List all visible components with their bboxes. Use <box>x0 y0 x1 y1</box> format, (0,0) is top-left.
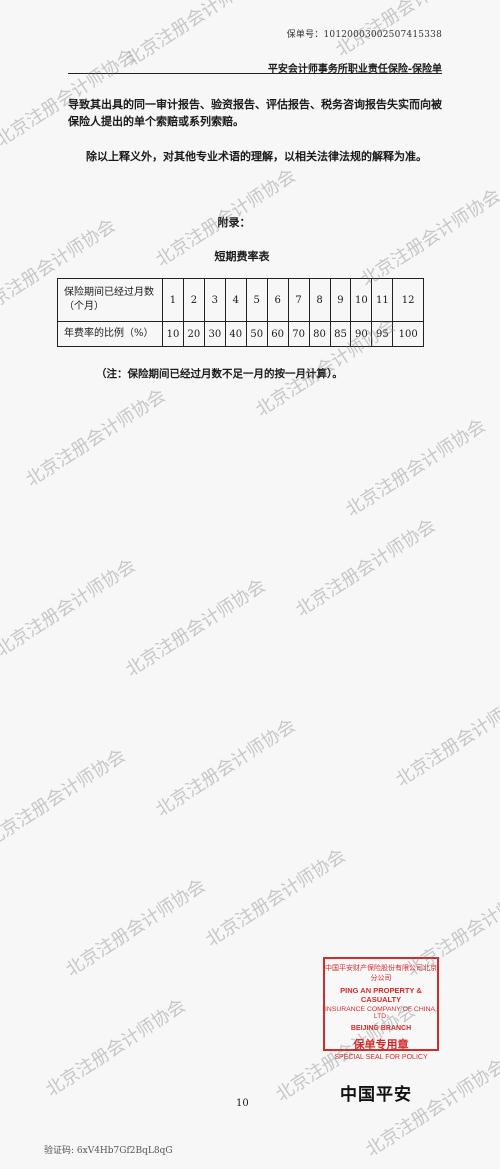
ratio-cell: 40 <box>224 321 247 347</box>
ratio-cell: 30 <box>203 321 226 347</box>
months-row: 保险期间已经过月数（个月） 1 2 3 4 5 6 7 8 9 10 11 12 <box>57 278 424 322</box>
watermark: 北京注册会计师协会 <box>0 555 140 661</box>
seal-company-name: 中国平安财产保险股份有限公司北京分公司 <box>325 965 437 982</box>
month-cell: 11 <box>371 278 394 322</box>
watermark: 北京注册会计师协会 <box>342 415 490 521</box>
watermark: 北京注册会计师协会 <box>0 745 130 851</box>
month-cell: 7 <box>287 278 310 322</box>
table-note: （注：保险期间已经过月数不足一月的按一月计算）。 <box>96 368 343 380</box>
ratio-cell: 85 <box>329 321 352 347</box>
ratio-cell: 95 <box>371 321 394 347</box>
watermark: 北京注册会计师协会 <box>357 185 500 291</box>
header-rule <box>68 73 442 74</box>
ratio-cell: 70 <box>287 321 310 347</box>
ratio-cell: 100 <box>392 321 424 347</box>
watermark: 北京注册会计师协会 <box>22 385 170 491</box>
paragraph-interpretation: 除以上释义外，对其他专业术语的理解，以相关法律法规的解释为准。 <box>86 150 427 163</box>
ratio-row-header: 年费率的比例（%） <box>57 321 163 347</box>
month-cell: 2 <box>182 278 205 322</box>
month-cell: 5 <box>245 278 268 322</box>
paragraph-claim: 导致其出具的同一审计报告、验资报告、评估报告、税务咨询报告失实而向被保险人提出的… <box>68 98 442 128</box>
ratio-cell: 50 <box>245 321 268 347</box>
month-cell: 3 <box>203 278 226 322</box>
watermark: 北京注册会计师协会 <box>202 845 350 951</box>
month-cell: 9 <box>329 278 352 322</box>
watermark: 北京注册会计师协会 <box>122 575 270 681</box>
month-cell: 6 <box>266 278 289 322</box>
month-cell: 4 <box>224 278 247 322</box>
seal-purpose-english: SPECIAL SEAL FOR POLICY <box>334 1054 428 1061</box>
month-cell: 10 <box>350 278 373 322</box>
table-title: 短期费率表 <box>214 250 270 263</box>
seal-english-line-2: INSURANCE COMPANY OF CHINA, LTD. <box>325 1006 437 1020</box>
watermark: 北京注册会计师协会 <box>362 1055 500 1161</box>
seal-purpose: 保单专用章 <box>353 1039 409 1051</box>
company-seal-stamp: 中国平安财产保险股份有限公司北京分公司 PING AN PROPERTY & C… <box>323 957 439 1061</box>
month-cell: 8 <box>308 278 331 322</box>
seal-english-line-1: PING AN PROPERTY & CASUALTY <box>340 986 422 1004</box>
month-cell: 1 <box>162 278 184 322</box>
watermark: 北京注册会计师协会 <box>62 875 210 981</box>
page-number: 10 <box>236 1098 249 1109</box>
watermark: 北京注册会计师协会 <box>42 995 190 1101</box>
watermark: 北京注册会计师协会 <box>152 715 300 821</box>
seal-branch: BEIJING BRANCH <box>350 1025 412 1032</box>
ratio-cell: 80 <box>308 321 331 347</box>
ratio-cell: 10 <box>162 321 184 347</box>
ratio-cell: 60 <box>266 321 289 347</box>
ratio-cell: 90 <box>350 321 373 347</box>
ratio-cell: 20 <box>182 321 205 347</box>
ping-an-logo: 中国平安 <box>340 1085 412 1105</box>
header-title: 平安会计师事务所职业责任保险-保险单 <box>267 64 442 75</box>
ratio-row: 年费率的比例（%） 10 20 30 40 50 60 70 80 85 90 … <box>57 321 424 347</box>
month-cell: 12 <box>392 278 424 322</box>
appendix-label: 附录： <box>217 216 251 229</box>
watermark: 北京注册会计师协会 <box>292 515 440 621</box>
verification-code: 验证码: 6xV4Hb7Gf2BqL8qG <box>44 1146 173 1156</box>
short-term-rate-table: 保险期间已经过月数（个月） 1 2 3 4 5 6 7 8 9 10 11 12… <box>57 278 424 347</box>
policy-number: 保单号：10120003002507415338 <box>286 30 442 40</box>
months-row-header: 保险期间已经过月数（个月） <box>57 278 163 322</box>
watermark: 北京注册会计师协会 <box>122 0 270 71</box>
watermark: 北京注册会计师协会 <box>392 685 500 791</box>
